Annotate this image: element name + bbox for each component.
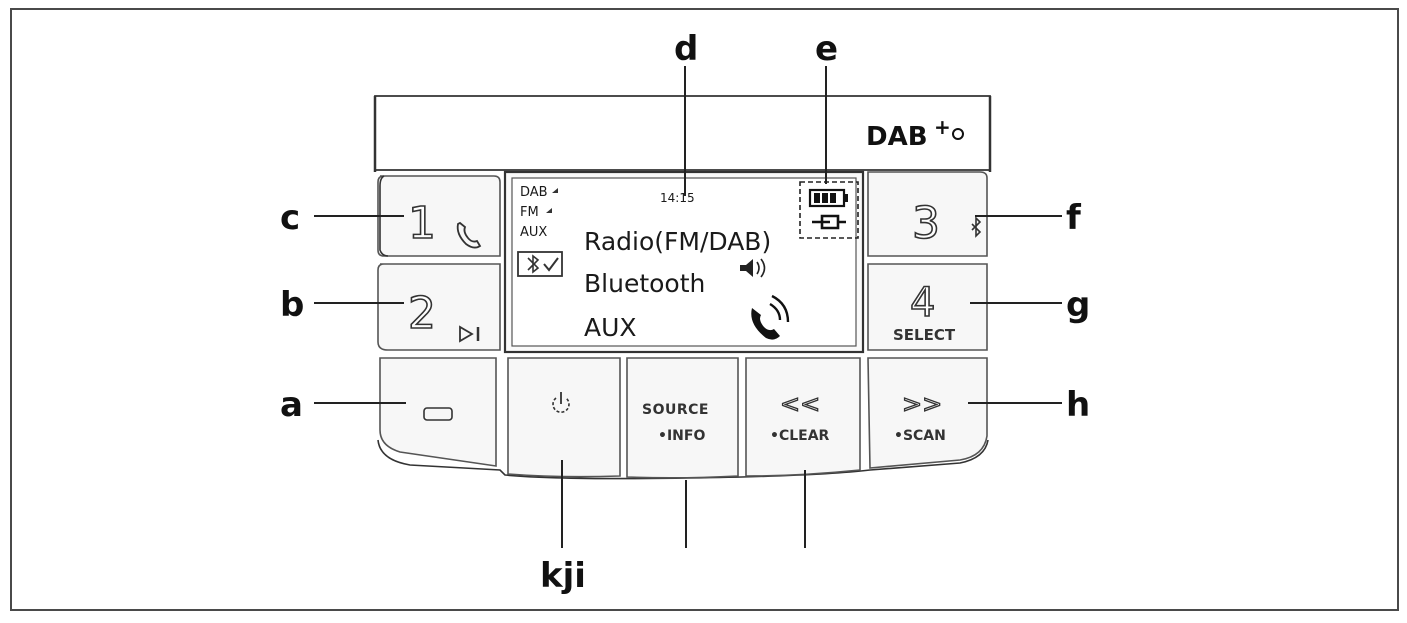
bluetooth-icon xyxy=(971,216,982,238)
preset-3-bluetooth-button[interactable]: 3 xyxy=(867,171,988,257)
mode-bluetooth-text: Bluetooth xyxy=(584,269,705,298)
info-label: •INFO xyxy=(658,428,705,444)
svg-text:+: + xyxy=(934,115,951,139)
preset-2-play-pause-button[interactable]: 2 xyxy=(377,263,501,351)
clock-time: 14:15 xyxy=(660,191,695,205)
play-pause-icon xyxy=(459,325,480,343)
battery-power-icon xyxy=(799,181,859,239)
callout-d: d xyxy=(674,29,698,69)
select-label: SELECT xyxy=(893,326,956,344)
power-button[interactable] xyxy=(507,357,621,478)
callout-e: e xyxy=(815,29,838,69)
source-info-button[interactable]: SOURCE •INFO xyxy=(626,357,739,479)
lcd-display: DAB FM AUX 14:15 Radio(FM/DAB) Bluetooth… xyxy=(503,170,865,354)
callout-h: h xyxy=(1066,385,1090,425)
clear-label: •CLEAR xyxy=(770,428,830,444)
mode-radio-text: Radio(FM/DAB) xyxy=(584,227,771,256)
power-icon xyxy=(552,392,570,413)
phone-icon xyxy=(456,221,482,249)
minus-icon xyxy=(423,407,453,421)
dab-plus-logo: DAB + xyxy=(866,115,964,152)
previous-clear-button[interactable]: << •CLEAR xyxy=(745,357,861,477)
next-scan-button[interactable]: >> •SCAN xyxy=(867,357,988,469)
band-dab-indicator: DAB xyxy=(520,185,548,200)
svg-text:DAB: DAB xyxy=(866,122,928,152)
callout-kji: kji xyxy=(540,556,586,596)
fast-forward-icon: >> xyxy=(902,390,942,418)
callout-c: c xyxy=(280,198,300,238)
bluetooth-check-icon xyxy=(517,251,563,277)
band-aux-indicator: AUX xyxy=(520,225,547,240)
callout-b: b xyxy=(280,285,304,325)
scan-label: •SCAN xyxy=(894,428,946,444)
svg-text:3: 3 xyxy=(912,198,940,249)
call-icon xyxy=(751,294,790,340)
volume-minus-button[interactable] xyxy=(379,357,497,467)
band-fm-indicator: FM xyxy=(520,205,539,220)
speaker-icon xyxy=(740,258,766,278)
svg-text:2: 2 xyxy=(408,288,436,339)
callout-a: a xyxy=(280,385,303,425)
svg-text:1: 1 xyxy=(408,198,436,249)
preset-1-phone-button[interactable]: 1 xyxy=(377,175,501,257)
svg-text:4: 4 xyxy=(910,280,935,326)
rewind-icon: << xyxy=(780,390,820,418)
callout-g: g xyxy=(1066,285,1090,325)
source-label: SOURCE xyxy=(642,402,709,418)
preset-4-select-button[interactable]: 4 SELECT xyxy=(867,263,988,351)
mode-aux-text: AUX xyxy=(584,313,637,342)
callout-f: f xyxy=(1066,198,1082,238)
